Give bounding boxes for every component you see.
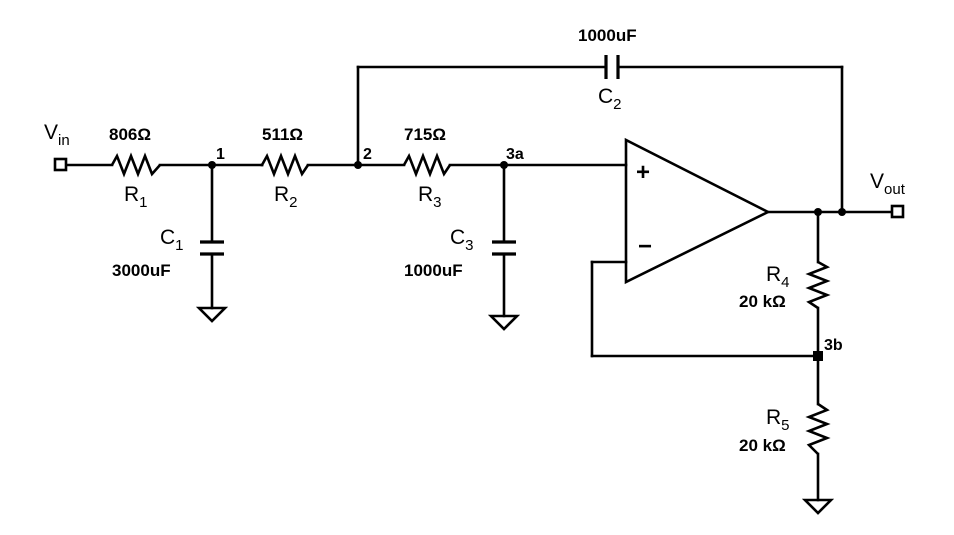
c1-value: 3000uF	[112, 261, 171, 280]
ground-r5	[801, 498, 835, 515]
node-1-label: 1	[216, 146, 225, 163]
wires	[64, 65, 894, 502]
r4-value: 20 kΩ	[739, 292, 786, 311]
vout-label: Vout	[870, 170, 906, 198]
ground-c1	[195, 306, 229, 323]
opamp	[624, 137, 771, 285]
junction-node2	[354, 161, 362, 169]
resistor-r5	[805, 402, 831, 455]
c3-ref: C3	[450, 226, 474, 254]
capacitor-c1	[200, 240, 224, 256]
junction-node3b	[813, 351, 823, 361]
junction-out-c2	[838, 208, 846, 216]
r5-ref: R5	[766, 406, 790, 434]
capacitor-c3	[492, 240, 516, 256]
r1-value: 806Ω	[109, 125, 151, 144]
opamp-plus-label: +	[636, 159, 650, 186]
c1-ref: C1	[160, 226, 184, 254]
r3-ref: R3	[418, 183, 442, 211]
resistor-r3	[402, 152, 452, 178]
junction-node3a	[500, 161, 508, 169]
resistor-r4	[805, 260, 831, 310]
terminal-vout	[890, 204, 905, 219]
junction-node1	[208, 161, 216, 169]
ground-c3	[487, 314, 521, 331]
r2-value: 511Ω	[262, 125, 303, 144]
r5-value: 20 kΩ	[739, 436, 786, 455]
node-3b-label: 3b	[824, 337, 843, 354]
capacitor-c2	[604, 55, 620, 79]
resistor-r2	[260, 152, 310, 178]
r2-ref: R2	[274, 183, 298, 211]
resistor-r1	[110, 152, 161, 178]
vin-label: Vin	[44, 121, 70, 149]
opamp-minus-label: −	[638, 233, 652, 260]
c2-ref: C2	[598, 85, 622, 113]
r3-value: 715Ω	[404, 125, 446, 144]
c2-value: 1000uF	[578, 26, 637, 45]
terminal-vin	[53, 157, 68, 172]
c3-value: 1000uF	[404, 261, 463, 280]
junction-out-r4	[814, 208, 822, 216]
r4-ref: R4	[766, 263, 790, 291]
node-2-label: 2	[363, 146, 372, 163]
node-3a-label: 3a	[506, 146, 524, 163]
r1-ref: R1	[124, 183, 148, 211]
